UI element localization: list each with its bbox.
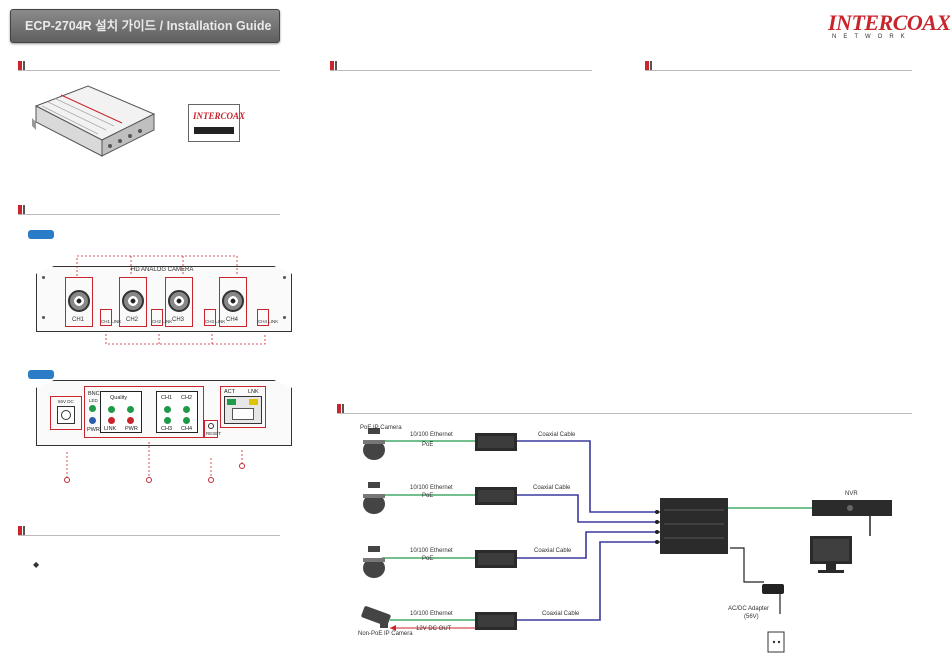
quality-label: Quality	[110, 395, 128, 401]
quality-led-group: Quality LINK PWR	[100, 391, 142, 433]
section-header-middle	[330, 61, 592, 71]
reset-label: RESET	[206, 431, 222, 436]
bnc-port-ch2	[122, 290, 144, 312]
logo-main-text: INTERCOAX	[828, 10, 950, 35]
lnk-label: LNK	[248, 389, 259, 395]
ch3-link-led-label: CH3 LINK	[205, 319, 226, 324]
ch1-link-led-label: CH1 LINK	[101, 319, 122, 324]
ch4-label: CH4	[226, 317, 239, 323]
dc-input-label: 56V DC	[58, 399, 74, 404]
dc-jack	[57, 406, 75, 424]
poe1-label: PoE	[422, 442, 434, 448]
front-panel-callouts	[76, 255, 266, 345]
rear-panel-tag	[28, 370, 54, 379]
dc-out-label: 12V DC OUT	[416, 626, 452, 632]
coax4-label: Coaxial Cable	[542, 611, 580, 617]
nvr-label: NVR	[845, 491, 858, 497]
ch4-link-led-label: CH4 LINK	[258, 319, 279, 324]
quality-link-label: LINK	[104, 426, 117, 432]
bnc-pwr-label: PWR	[87, 427, 100, 433]
led-ch2-label: CH2	[181, 395, 193, 401]
bnc-port-ch1	[68, 290, 90, 312]
section-header-right	[645, 61, 912, 71]
adapter-label: AC/DC Adapter	[728, 606, 770, 612]
reset-button	[208, 423, 214, 429]
eth2-label: 10/100 Ethernet	[410, 485, 453, 491]
quality-pwr-label: PWR	[125, 426, 138, 432]
rj45-port	[224, 396, 262, 424]
ch1-label: CH1	[72, 317, 85, 323]
coax2-label: Coaxial Cable	[533, 485, 571, 491]
camera1-label: PoE IP Camera	[360, 425, 402, 431]
install-bullet: ◆	[33, 560, 40, 569]
section-header-panels	[18, 205, 280, 215]
adapter-sub-label: (56V)	[744, 614, 759, 620]
led-ch3-label: CH3	[161, 426, 173, 432]
ch2-label: CH2	[126, 317, 139, 323]
page-title: ECP-2704R 설치 가이드 / Installation Guide	[10, 9, 280, 43]
logo-sub-text: NETWORK	[832, 34, 912, 40]
product-label-image: INTERCOAX	[188, 104, 245, 142]
eth3-label: 10/100 Ethernet	[410, 548, 453, 554]
ch2-link-led-label: CH2 LINK	[152, 319, 173, 324]
hd-camera-label: HD ANALOG CAMERA	[131, 267, 194, 273]
coax3-label: Coaxial Cable	[534, 548, 572, 554]
act-label: ACT	[224, 389, 235, 395]
poe3-label: PoE	[422, 556, 434, 562]
product-device-image	[32, 85, 156, 157]
led-ch1-label: CH1	[161, 395, 173, 401]
front-panel-tag	[28, 230, 54, 239]
eth1-label: 10/100 Ethernet	[410, 432, 453, 438]
poe2-label: PoE	[422, 493, 434, 499]
coax1-label: Coaxial Cable	[538, 432, 576, 438]
connection-diagram	[361, 428, 892, 653]
bnc-port-ch3	[168, 290, 190, 312]
label-logo-text: INTERCOAX	[193, 111, 246, 121]
channel-led-group: CH1 CH2 CH3 CH4	[156, 391, 198, 433]
intercoax-logo: INTERCOAX NETWORK	[822, 8, 950, 42]
ch3-label: CH3	[172, 317, 185, 323]
section-header-diagram	[337, 404, 912, 414]
rear-panel: 56V DC BNC LED PWR Quality LINK PWR CH1 …	[36, 380, 292, 446]
section-header-product	[18, 61, 280, 71]
led-ch4-label: CH4	[181, 426, 193, 432]
bnc-port-ch4	[222, 290, 244, 312]
bnc-led-label: BNC	[88, 391, 100, 397]
rear-panel-callouts	[64, 442, 245, 483]
front-panel: HD ANALOG CAMERA CH1 CH2 CH3 CH4 CH1 LIN…	[36, 266, 292, 332]
bnc-led-sub: LED	[89, 398, 98, 403]
camera4-label: Non-PoE IP Camera	[358, 631, 413, 637]
section-header-install	[18, 526, 280, 536]
eth4-label: 10/100 Ethernet	[410, 611, 453, 617]
